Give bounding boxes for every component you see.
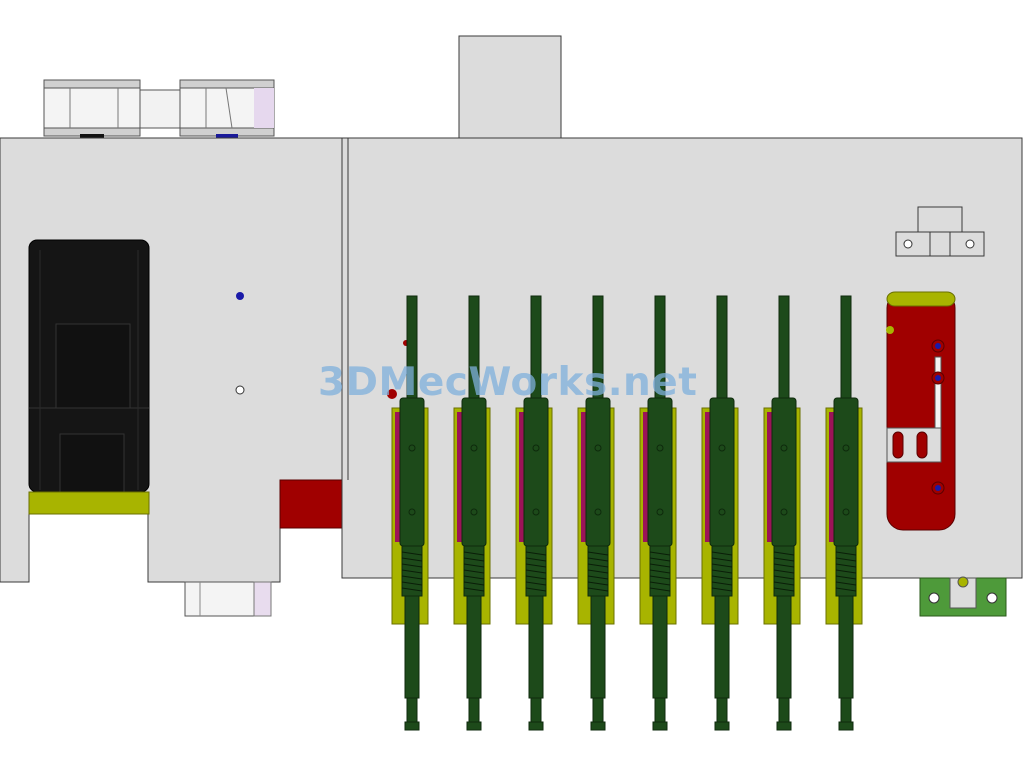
blue-fastener	[236, 292, 244, 300]
nozzle-head	[453, 295, 491, 731]
bottom-bracket	[184, 581, 272, 617]
nozzle-head	[515, 295, 553, 731]
stepper-motor	[28, 239, 150, 515]
green-mount-plate	[919, 576, 1007, 617]
nozzle-head	[639, 295, 677, 731]
right-pulley-shaft	[216, 134, 238, 140]
nozzle-head	[391, 295, 429, 731]
red-cylinder	[886, 291, 956, 531]
red-block	[279, 479, 343, 529]
top-column	[458, 35, 562, 141]
white-fastener	[235, 385, 245, 395]
nozzle-head	[577, 295, 615, 731]
left-pulley	[43, 79, 141, 140]
motor-mount-plate	[28, 491, 150, 515]
nozzle-head	[701, 295, 739, 731]
nozzle-head	[825, 295, 863, 731]
left-pulley-shaft	[80, 134, 104, 140]
nozzle-head	[763, 295, 801, 731]
right-pulley	[179, 79, 275, 140]
belt-pulley-assembly	[43, 79, 275, 140]
red-marker-dot	[387, 389, 397, 399]
sensor-bracket	[895, 206, 985, 257]
nozzle-head-array	[391, 295, 863, 731]
